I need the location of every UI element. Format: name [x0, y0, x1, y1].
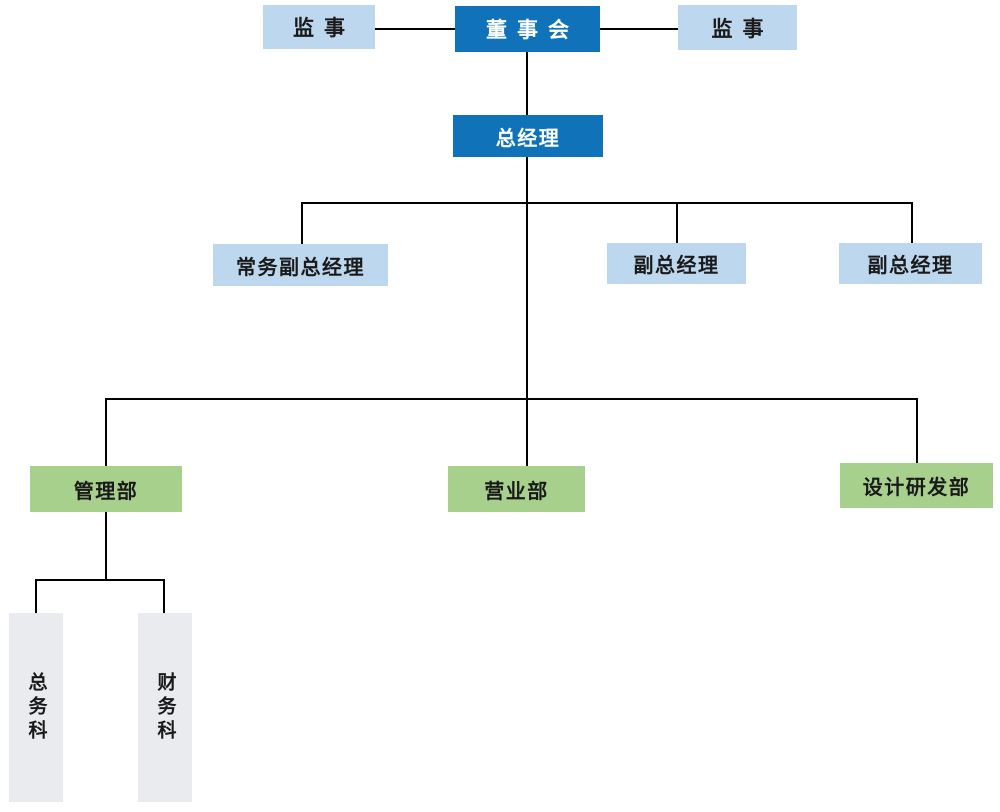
- org-node-deputy-gm-2: 副总经理: [839, 243, 982, 284]
- org-node-dept-management: 管理部: [30, 466, 182, 512]
- org-node-general-manager: 总经理: [453, 115, 603, 157]
- org-node-supervisor-left: 监事: [263, 5, 375, 49]
- org-node-section-finance: 财务科: [138, 613, 192, 802]
- org-node-dept-sales: 营业部: [448, 466, 585, 512]
- connector-drop-management: [105, 398, 107, 466]
- org-node-supervisor-right: 监事: [678, 5, 797, 50]
- connector-supervisor-right: [600, 28, 678, 30]
- connector-management-down: [105, 512, 107, 581]
- connector-drop-design-rd: [916, 398, 918, 463]
- connector-supervisor-left: [375, 28, 455, 30]
- connector-drop-finance: [163, 579, 165, 613]
- connector-level4-horizontal: [105, 398, 918, 400]
- org-node-executive-deputy-gm: 常务副总经理: [213, 244, 388, 286]
- org-node-board-of-directors: 董事会: [455, 6, 600, 52]
- connector-level5-horizontal: [35, 579, 165, 581]
- connector-drop-exec-deputy: [301, 202, 303, 244]
- connector-drop-general-affairs: [35, 579, 37, 613]
- connector-board-to-gm: [526, 52, 528, 115]
- org-node-deputy-gm-1: 副总经理: [607, 243, 746, 284]
- connector-drop-deputy-1: [676, 202, 678, 243]
- connector-level3-horizontal: [301, 202, 913, 204]
- connector-center-vertical: [526, 157, 528, 467]
- org-node-dept-design-rd: 设计研发部: [840, 463, 993, 508]
- org-node-section-general-affairs: 总务科: [9, 613, 63, 802]
- connector-drop-deputy-2: [911, 202, 913, 243]
